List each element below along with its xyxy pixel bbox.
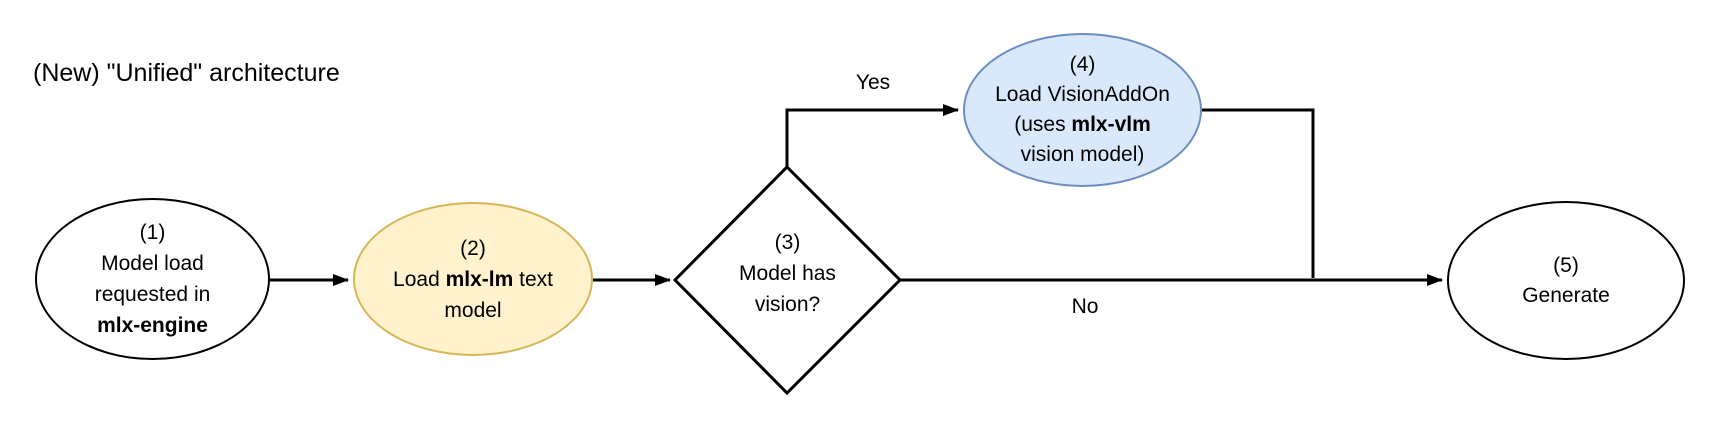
node-3-label: (3) Model has vision? (675, 160, 900, 386)
text-segment: text (513, 267, 553, 291)
node-1-ellipse (35, 198, 270, 360)
text-segment: vision model) (1020, 143, 1145, 166)
text-segment: (5) (1553, 253, 1579, 277)
text-segment: Model has (739, 261, 836, 285)
node-5-label: (5) Generate (1447, 201, 1685, 360)
decision-diamond-shape (672, 164, 903, 396)
node-1-line-3: requested in (95, 279, 211, 310)
node-1-line-1: (1) (140, 217, 166, 248)
node-1-label: (1) Model load requested in mlx-engine (35, 198, 270, 360)
diagram-title: (New) "Unified" architecture (33, 59, 340, 87)
node-4-line-1: (4) (1070, 50, 1096, 80)
node-2-ellipse (353, 202, 593, 356)
node-2-line-3: model (444, 295, 501, 326)
text-segment: (2) (460, 236, 486, 260)
node-2-line-2: Load mlx-lm text (393, 264, 553, 295)
text-segment: (4) (1069, 53, 1096, 76)
text-segment: Load VisionAddOn (995, 83, 1170, 106)
node-5-line-1: (5) (1553, 251, 1579, 281)
text-segment: (3) (774, 230, 801, 254)
node-4-line-4: vision model) (1021, 140, 1145, 170)
text-segment: Model load (101, 252, 204, 275)
node-4-ellipse (963, 33, 1202, 187)
text-segment: Load (393, 267, 446, 291)
node-2-label: (2) Load mlx-lm text model (353, 202, 593, 356)
text-segment: (uses (1014, 113, 1072, 136)
edge-label-yes: Yes (855, 71, 891, 94)
node-4-line-3: (uses mlx-vlm (1014, 110, 1151, 140)
text-segment: vision? (754, 292, 821, 316)
text-segment-bold: mlx-lm (445, 267, 514, 291)
edge-3-to-4-yes-arrow (785, 104, 959, 167)
edge-4-to-5-merge-line (1202, 108, 1315, 278)
node-5-ellipse (1447, 201, 1685, 360)
node-3-line-3: vision? (755, 289, 820, 320)
text-segment-bold: mlx-engine (97, 314, 208, 337)
node-3-line-2: Model has (739, 258, 836, 289)
text-segment: model (444, 298, 502, 322)
node-3-line-1: (3) (775, 227, 801, 258)
node-1-line-2: Model load (101, 248, 204, 279)
text-segment: (1) (139, 221, 166, 244)
node-4-line-2: Load VisionAddOn (995, 80, 1170, 110)
node-1-line-4: mlx-engine (97, 310, 208, 341)
node-2-line-1: (2) (460, 233, 486, 264)
node-5-line-2: Generate (1522, 281, 1610, 311)
text-segment: requested in (94, 283, 211, 306)
text-segment: Generate (1522, 283, 1610, 307)
node-4-label: (4) Load VisionAddOn (uses mlx-vlm visio… (963, 33, 1202, 187)
edge-label-no: No (1071, 295, 1099, 318)
text-segment-bold: mlx-vlm (1071, 113, 1151, 136)
